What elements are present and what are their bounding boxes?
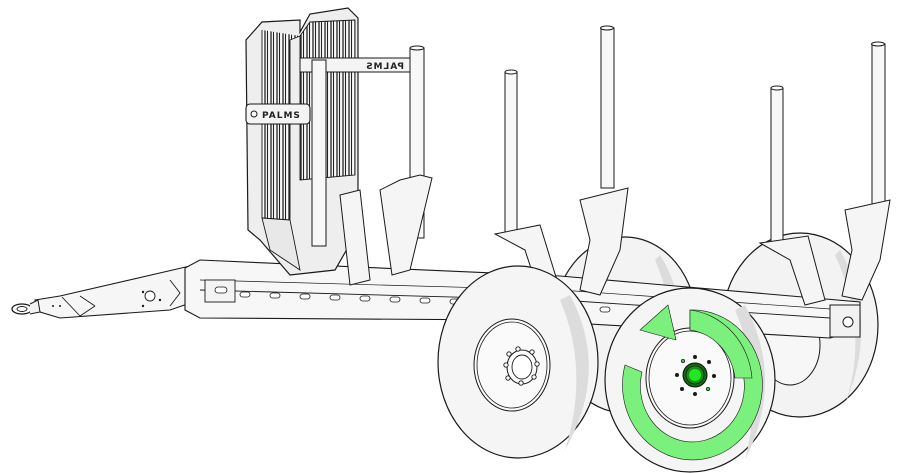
drawbar-eye (11, 299, 41, 315)
drawbar (34, 265, 206, 319)
wheel-hub (675, 355, 716, 396)
headboard-front-brand-label: PALMS (262, 111, 301, 121)
rotation-arrow-icon (622, 304, 763, 461)
bolster-middle (493, 25, 629, 297)
front-near-wheel (437, 265, 599, 459)
highlighted-wheel[interactable] (604, 287, 776, 473)
bolster-front (339, 174, 433, 286)
headboard: PALMS PALMS (245, 7, 425, 276)
headboard-rear-brand-label: PALMS (365, 62, 404, 72)
bolster-rear (758, 41, 891, 306)
